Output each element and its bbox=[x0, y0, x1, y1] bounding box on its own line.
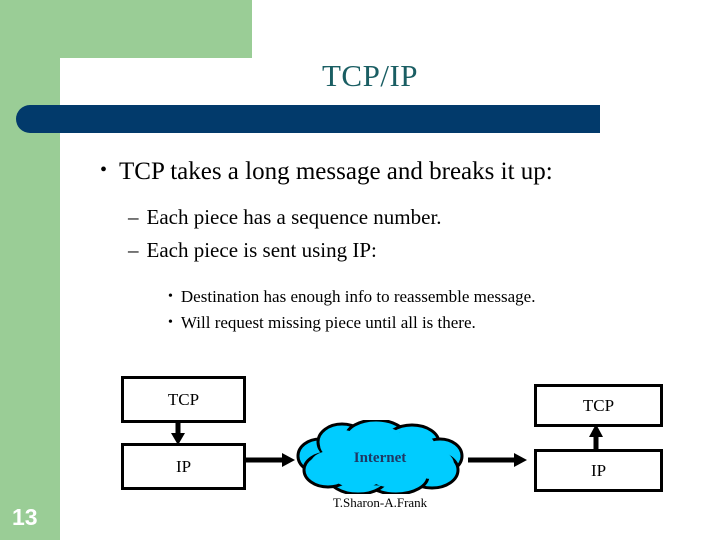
bullet-level2-1: –Each piece has a sequence number. bbox=[128, 205, 442, 230]
diagram-box-ip-right: IP bbox=[534, 449, 663, 492]
bullet-marker-icon: • bbox=[168, 289, 173, 304]
arrow-down-icon bbox=[171, 420, 185, 445]
diagram-box-tcp-left: TCP bbox=[121, 376, 246, 423]
diagram-box-ip-left: IP bbox=[121, 443, 246, 490]
bullet-level2-2-text: Each piece is sent using IP: bbox=[146, 238, 377, 262]
diagram-box-tcp-left-label: TCP bbox=[167, 389, 200, 409]
bullet-level3-1: • Destination has enough info to reassemb… bbox=[168, 287, 535, 307]
bullet-marker-icon: • bbox=[100, 159, 108, 181]
diagram-box-ip-right-label: IP bbox=[590, 460, 607, 480]
navy-title-rule bbox=[16, 105, 600, 133]
diagram-box-tcp-right-label: TCP bbox=[582, 395, 615, 415]
diagram-box-ip-left-label: IP bbox=[175, 456, 192, 476]
dash-marker-icon: – bbox=[128, 238, 139, 262]
internet-cloud-icon bbox=[292, 418, 468, 496]
author-credit: T.Sharon-A.Frank bbox=[332, 495, 428, 510]
bullet-level3-2: • Will request missing piece until all is… bbox=[168, 313, 476, 333]
internet-cloud-label: Internet bbox=[353, 450, 407, 466]
bullet-level3-2-text: Will request missing piece until all is … bbox=[180, 313, 476, 332]
arrow-right-from-cloud-icon bbox=[468, 453, 527, 467]
page-title: TCP/IP bbox=[321, 58, 419, 93]
page-number: 13 bbox=[12, 504, 38, 530]
bullet-level3-1-text: Destination has enough info to reassembl… bbox=[180, 287, 536, 306]
dash-marker-icon: – bbox=[128, 205, 139, 229]
green-side-band bbox=[0, 0, 60, 540]
bullet-marker-icon: • bbox=[168, 315, 173, 330]
bullet-level1: • TCP takes a long message and breaks it … bbox=[100, 158, 553, 186]
bullet-level2-1-text: Each piece has a sequence number. bbox=[146, 205, 442, 229]
bullet-level2-2: –Each piece is sent using IP: bbox=[128, 238, 377, 263]
arrow-up-icon bbox=[589, 424, 603, 450]
diagram-box-tcp-right: TCP bbox=[534, 384, 663, 427]
bullet-level1-text: TCP takes a long message and breaks it u… bbox=[119, 158, 553, 185]
arrow-right-to-cloud-icon bbox=[244, 453, 295, 467]
